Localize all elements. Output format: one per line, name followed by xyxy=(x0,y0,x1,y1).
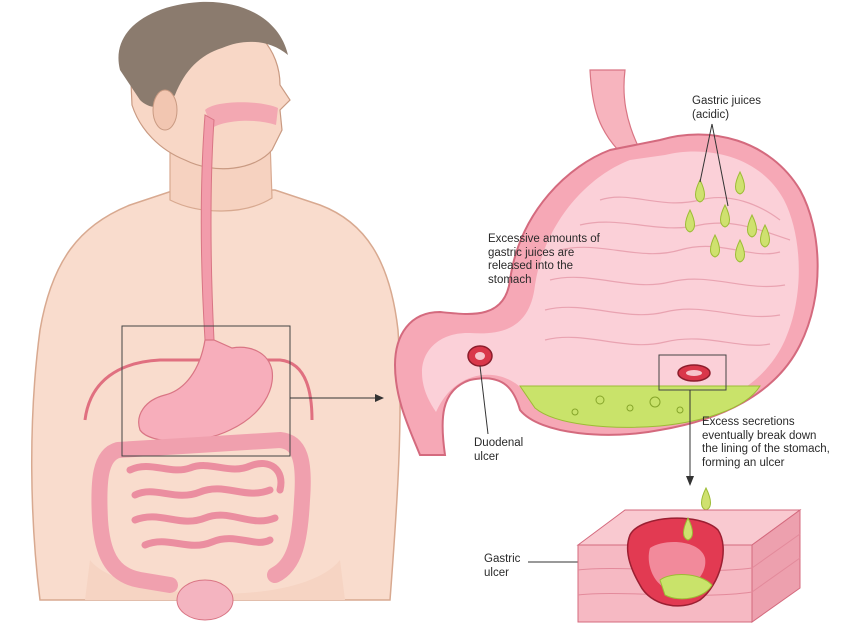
label-gastric-juices: Gastric juices (acidic) xyxy=(692,95,761,122)
enlarged-stomach xyxy=(395,70,818,562)
ear xyxy=(153,90,177,130)
tissue-block xyxy=(578,488,800,622)
ulcer-arrow-head xyxy=(686,476,694,486)
falling-drop xyxy=(702,488,711,510)
label-gastric-ulcer: Gastric ulcer xyxy=(484,553,520,580)
bladder xyxy=(177,580,233,620)
label-duodenal-ulcer: Duodenal ulcer xyxy=(474,437,523,464)
label-excess-secretions: Excess secretions eventually break down … xyxy=(702,416,830,470)
label-excessive-amounts: Excessive amounts of gastric juices are … xyxy=(488,233,600,287)
human-figure xyxy=(32,2,400,620)
stomach-esophagus xyxy=(590,70,640,150)
